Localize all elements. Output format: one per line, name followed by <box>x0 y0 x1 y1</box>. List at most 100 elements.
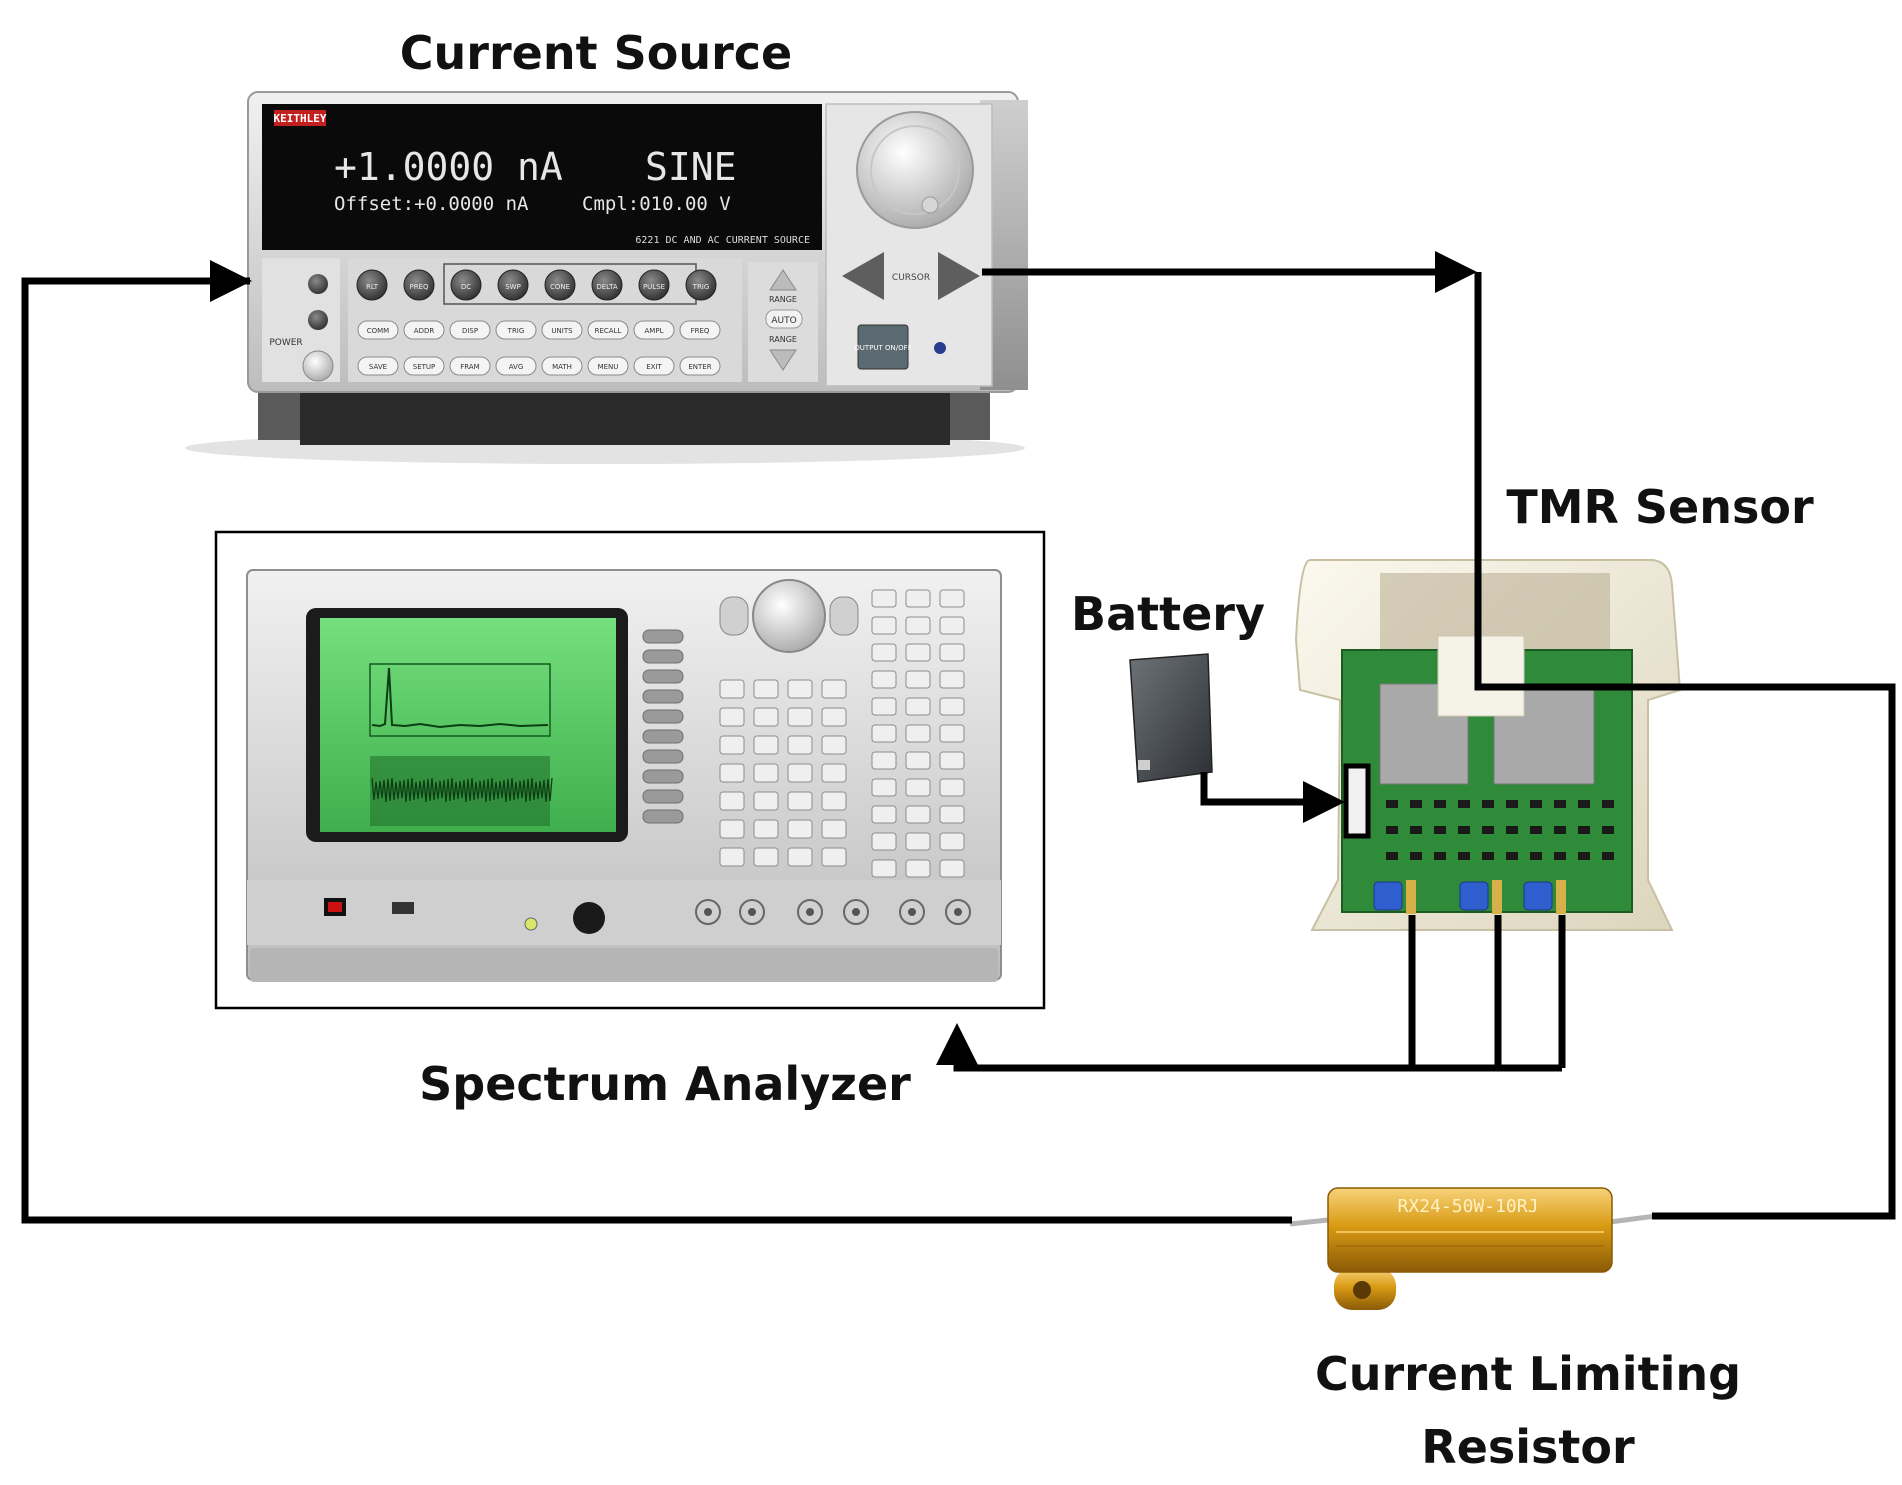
source-key-delta[interactable]: DELTA <box>591 269 623 301</box>
soft-key[interactable] <box>642 629 684 644</box>
analyzer-key[interactable] <box>939 616 965 635</box>
source-key-pulse[interactable]: PULSE <box>638 269 670 301</box>
analyzer-key[interactable] <box>939 778 965 797</box>
analyzer-key[interactable] <box>905 589 931 608</box>
source-key-avg[interactable]: AVG <box>495 356 537 376</box>
analyzer-key[interactable] <box>939 643 965 662</box>
analyzer-key[interactable] <box>787 763 813 783</box>
analyzer-key[interactable] <box>939 670 965 689</box>
source-key-setup[interactable]: SETUP <box>403 356 445 376</box>
source-key-freq[interactable]: FREQ <box>679 320 721 340</box>
source-key-preq[interactable]: PREQ <box>403 269 435 301</box>
source-key-rlt[interactable]: RLT <box>356 269 388 301</box>
analyzer-key[interactable] <box>719 763 745 783</box>
analyzer-power-knob[interactable] <box>573 902 605 934</box>
soft-key[interactable] <box>642 789 684 804</box>
analyzer-key[interactable] <box>719 735 745 755</box>
analyzer-key[interactable] <box>905 778 931 797</box>
analyzer-key[interactable] <box>719 679 745 699</box>
analyzer-key[interactable] <box>821 847 847 867</box>
source-key-menu[interactable]: MENU <box>587 356 629 376</box>
analyzer-key[interactable] <box>787 679 813 699</box>
analyzer-key[interactable] <box>939 832 965 851</box>
analyzer-key[interactable] <box>753 735 779 755</box>
analyzer-key[interactable] <box>905 859 931 878</box>
analyzer-key[interactable] <box>753 791 779 811</box>
analyzer-key[interactable] <box>821 707 847 727</box>
analyzer-key[interactable] <box>871 778 897 797</box>
analyzer-key[interactable] <box>821 819 847 839</box>
source-key-addr[interactable]: ADDR <box>403 320 445 340</box>
analyzer-key[interactable] <box>753 679 779 699</box>
analyzer-key[interactable] <box>871 805 897 824</box>
analyzer-key[interactable] <box>939 805 965 824</box>
soft-key[interactable] <box>642 689 684 704</box>
source-key-units[interactable]: UNITS <box>541 320 583 340</box>
analyzer-key[interactable] <box>871 589 897 608</box>
source-key-disp[interactable]: DISP <box>449 320 491 340</box>
analyzer-key[interactable] <box>939 589 965 608</box>
output-button[interactable] <box>857 324 909 370</box>
analyzer-key[interactable] <box>939 724 965 743</box>
source-key-recall[interactable]: RECALL <box>587 320 629 340</box>
analyzer-key[interactable] <box>871 859 897 878</box>
analyzer-key[interactable] <box>905 643 931 662</box>
source-key-math[interactable]: MATH <box>541 356 583 376</box>
soft-key[interactable] <box>642 709 684 724</box>
analyzer-key[interactable] <box>821 763 847 783</box>
analyzer-key[interactable] <box>871 643 897 662</box>
analyzer-key[interactable] <box>787 707 813 727</box>
analyzer-key[interactable] <box>787 819 813 839</box>
auto-button[interactable] <box>765 309 803 329</box>
analyzer-key[interactable] <box>787 847 813 867</box>
source-key-cone[interactable]: CONE <box>544 269 576 301</box>
analyzer-key[interactable] <box>719 707 745 727</box>
cursor-right-icon[interactable] <box>938 252 980 300</box>
source-key-trig[interactable]: TRIG <box>495 320 537 340</box>
analyzer-key[interactable] <box>821 679 847 699</box>
analyzer-key[interactable] <box>787 791 813 811</box>
source-key-enter[interactable]: ENTER <box>679 356 721 376</box>
analyzer-knob[interactable] <box>752 579 826 653</box>
analyzer-key[interactable] <box>905 724 931 743</box>
analyzer-key[interactable] <box>719 847 745 867</box>
power-button[interactable] <box>302 350 334 382</box>
source-key-fram[interactable]: FRAM <box>449 356 491 376</box>
analyzer-key[interactable] <box>753 707 779 727</box>
soft-key[interactable] <box>642 809 684 824</box>
analyzer-key[interactable] <box>871 751 897 770</box>
analyzer-key[interactable] <box>939 751 965 770</box>
source-key-swp[interactable]: SWP <box>497 269 529 301</box>
soft-key[interactable] <box>642 749 684 764</box>
analyzer-key[interactable] <box>939 697 965 716</box>
analyzer-key[interactable] <box>719 819 745 839</box>
analyzer-key[interactable] <box>753 847 779 867</box>
source-key-dc[interactable]: DC <box>450 269 482 301</box>
soft-key[interactable] <box>642 669 684 684</box>
analyzer-key[interactable] <box>753 819 779 839</box>
soft-key[interactable] <box>642 729 684 744</box>
analyzer-key[interactable] <box>753 763 779 783</box>
analyzer-key[interactable] <box>871 670 897 689</box>
rotary-knob[interactable] <box>856 111 974 229</box>
analyzer-key[interactable] <box>905 670 931 689</box>
analyzer-key[interactable] <box>719 791 745 811</box>
soft-key[interactable] <box>642 769 684 784</box>
analyzer-key[interactable] <box>905 832 931 851</box>
source-key-trig[interactable]: TRIG <box>685 269 717 301</box>
analyzer-key[interactable] <box>871 832 897 851</box>
analyzer-key[interactable] <box>939 859 965 878</box>
analyzer-key[interactable] <box>821 791 847 811</box>
analyzer-key[interactable] <box>871 616 897 635</box>
analyzer-key[interactable] <box>871 724 897 743</box>
source-key-ampl[interactable]: AMPL <box>633 320 675 340</box>
analyzer-key[interactable] <box>905 751 931 770</box>
soft-key[interactable] <box>642 649 684 664</box>
analyzer-key[interactable] <box>905 805 931 824</box>
cursor-left-icon[interactable] <box>842 252 884 300</box>
analyzer-key[interactable] <box>871 697 897 716</box>
source-key-save[interactable]: SAVE <box>357 356 399 376</box>
source-key-comm[interactable]: COMM <box>357 320 399 340</box>
analyzer-key[interactable] <box>821 735 847 755</box>
analyzer-key[interactable] <box>787 735 813 755</box>
